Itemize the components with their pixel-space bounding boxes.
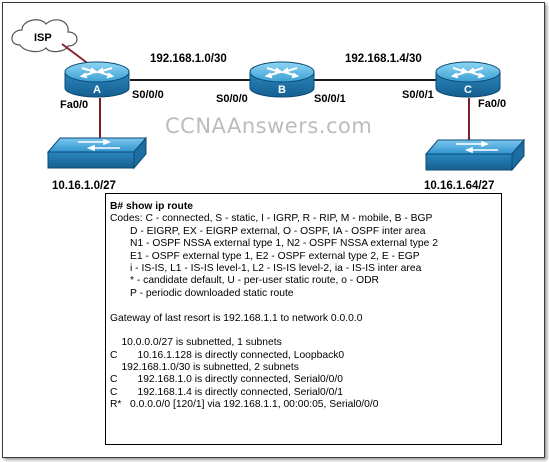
codes-line: N1 - OSPF NSSA external type 1, N2 - OSP… bbox=[110, 238, 438, 250]
codes-line: * - candidate default, U - per-user stat… bbox=[110, 275, 379, 287]
route-line: C 10.16.1.128 is directly connected, Loo… bbox=[110, 349, 345, 361]
network-topology: ISP A B C 192.168.1.0/30 192.168.1.4/30 … bbox=[11, 19, 525, 192]
codes-line: P - periodic downloaded static route bbox=[110, 287, 294, 299]
cli-command: show ip route bbox=[126, 201, 193, 212]
lan-label-a: 10.16.1.0/27 bbox=[52, 180, 116, 192]
route-line: R* 0.0.0.0/0 [120/1] via 192.168.1.1, 00… bbox=[110, 399, 379, 411]
cli-prompt: B# bbox=[110, 201, 124, 212]
interface-c-s001: S0/0/1 bbox=[402, 89, 434, 101]
isp-label: ISP bbox=[34, 32, 52, 44]
interface-a-s000: S0/0/0 bbox=[132, 89, 164, 101]
router-c: C bbox=[435, 61, 501, 98]
command-line: B# show ip route bbox=[110, 201, 501, 213]
network-label-bc: 192.168.1.4/30 bbox=[345, 53, 422, 65]
switch-a bbox=[47, 137, 147, 169]
route-line: C 192.168.1.0 is directly connected, Ser… bbox=[110, 374, 343, 386]
router-b: B bbox=[249, 61, 315, 98]
watermark: CCNAAnswers.com bbox=[165, 114, 372, 138]
router-a: A bbox=[64, 61, 130, 98]
switch-c bbox=[425, 139, 525, 171]
route-line: C 192.168.1.4 is directly connected, Ser… bbox=[110, 386, 343, 398]
codes-line: D - EIGRP, EX - EIGRP external, O - OSPF… bbox=[110, 225, 426, 237]
interface-b-s000: S0/0/0 bbox=[216, 93, 248, 105]
route-line: 10.0.0.0/27 is subnetted, 1 subnets bbox=[110, 337, 282, 349]
interface-b-s001: S0/0/1 bbox=[314, 93, 346, 105]
codes-line: Codes: C - connected, S - static, I - IG… bbox=[110, 213, 433, 225]
isp-cloud: ISP bbox=[11, 19, 78, 53]
interface-a-fa00: Fa0/0 bbox=[60, 99, 88, 111]
route-line: 192.168.1.0/30 is subnetted, 2 subnets bbox=[110, 362, 299, 374]
router-a-label: A bbox=[93, 84, 101, 96]
lan-label-c: 10.16.1.64/27 bbox=[424, 180, 494, 192]
codes-line: E1 - OSPF external type 1, E2 - OSPF ext… bbox=[110, 250, 420, 262]
router-output-box: B# show ip route Codes: C - connected, S… bbox=[105, 193, 502, 445]
router-b-label: B bbox=[278, 84, 286, 96]
network-label-ab: 192.168.1.0/30 bbox=[150, 53, 227, 65]
gateway-line: Gateway of last resort is 192.168.1.1 to… bbox=[110, 312, 363, 324]
router-c-label: C bbox=[464, 84, 472, 96]
interface-c-fa00: Fa0/0 bbox=[478, 98, 506, 110]
codes-line: i - IS-IS, L1 - IS-IS level-1, L2 - IS-I… bbox=[110, 262, 422, 274]
